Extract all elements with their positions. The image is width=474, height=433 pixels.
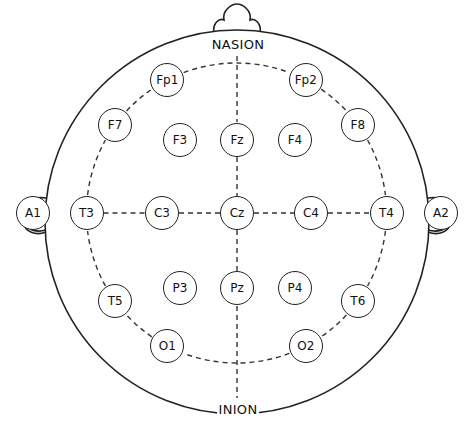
dashed-connector	[321, 89, 346, 111]
dashed-connector	[179, 212, 220, 213]
electrode-label: Pz	[230, 282, 244, 294]
landmark-label: NASION	[210, 38, 266, 52]
electrode-label: F3	[173, 134, 188, 146]
electrode-circle: Pz	[220, 271, 254, 305]
electrode-label: A2	[433, 207, 449, 219]
dashed-connector	[254, 212, 294, 213]
dashed-connector	[127, 315, 152, 337]
electrode-circle: O2	[289, 329, 323, 363]
electrode-label: F7	[108, 119, 123, 131]
dashed-connector	[104, 212, 146, 213]
electrode-circle: Fp2	[289, 63, 323, 97]
electrode-circle: Fz	[220, 123, 254, 157]
dashed-connector	[127, 89, 152, 111]
dashed-connector	[236, 230, 237, 271]
dashed-connector	[368, 140, 386, 195]
dashed-connector	[368, 231, 386, 286]
electrode-label: Fp2	[295, 74, 317, 86]
midline-dash	[236, 306, 237, 398]
electrode-circle: Fp1	[150, 63, 184, 97]
electrode-circle: P3	[163, 271, 197, 305]
head-circle	[45, 30, 429, 414]
electrode-label: T4	[379, 207, 394, 219]
electrode-label: Cz	[230, 207, 245, 219]
dashed-connector	[184, 63, 290, 73]
electrode-label: T3	[79, 207, 94, 219]
electrode-label: C3	[154, 207, 170, 219]
electrode-label: O2	[297, 340, 314, 352]
electrode-label: O1	[159, 340, 176, 352]
electrode-circle: Cz	[220, 196, 254, 230]
electrode-label: C4	[303, 207, 319, 219]
electrode-circle: C3	[145, 196, 179, 230]
dashed-connector	[184, 353, 290, 363]
dashed-connector	[88, 231, 106, 286]
dashed-connector	[236, 157, 237, 196]
electrode-circle: T6	[341, 284, 375, 318]
electrode-circle: T4	[370, 196, 404, 230]
electrode-label: T5	[108, 295, 123, 307]
electrode-circle: F4	[278, 123, 312, 157]
electrode-label: Fz	[230, 134, 243, 146]
electrode-circle: F3	[163, 123, 197, 157]
electrode-label: F8	[351, 119, 366, 131]
electrode-circle: F8	[341, 108, 375, 142]
electrode-label: Fp1	[156, 74, 178, 86]
midline-dash	[236, 56, 237, 122]
electrode-circle: C4	[294, 196, 328, 230]
electrode-label: T6	[350, 295, 365, 307]
electrode-circle: F7	[98, 108, 132, 142]
electrode-label: P3	[173, 282, 188, 294]
landmark-label: INION	[217, 403, 260, 417]
electrode-label: P4	[288, 282, 303, 294]
dashed-connector	[321, 315, 346, 337]
electrode-label: A1	[25, 207, 41, 219]
dashed-connector	[88, 140, 106, 195]
electrode-label: F4	[288, 134, 303, 146]
dashed-connector	[328, 212, 370, 213]
ear-electrode: A2	[424, 196, 458, 230]
ear-electrode: A1	[16, 196, 50, 230]
electrode-circle: T3	[70, 196, 104, 230]
electrode-circle: P4	[278, 271, 312, 305]
